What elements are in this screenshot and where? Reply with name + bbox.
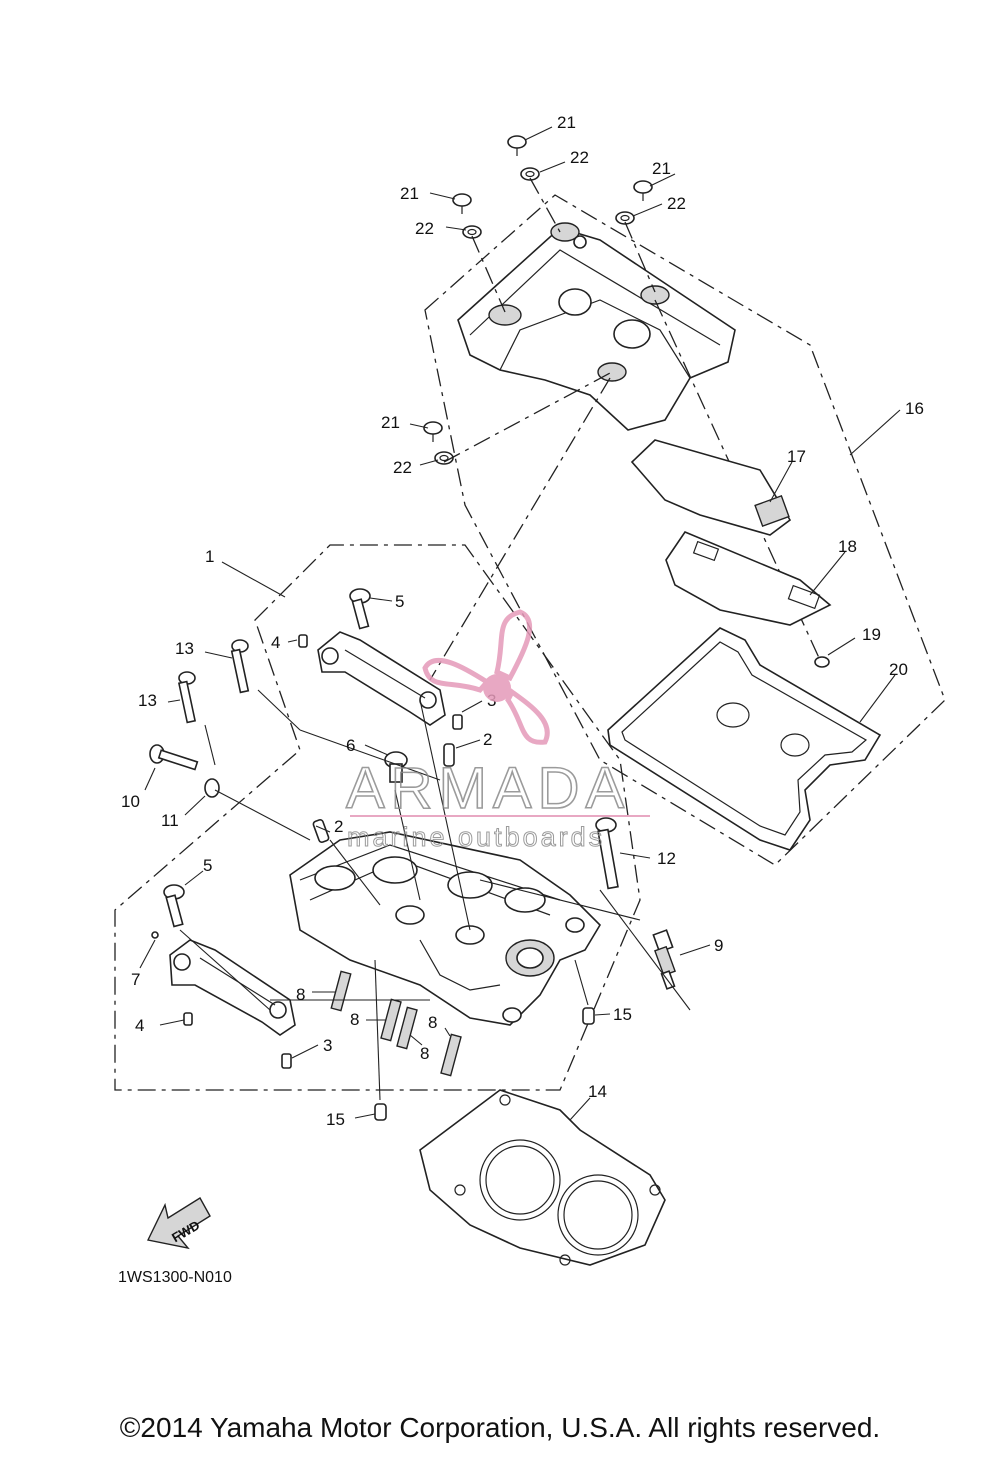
pin-4a bbox=[298, 634, 308, 648]
callout-11: 11 bbox=[161, 811, 179, 830]
propeller-hub-icon bbox=[483, 674, 511, 702]
group-outline-cover bbox=[424, 194, 946, 866]
stud-8d bbox=[440, 1033, 462, 1077]
cover-gasket bbox=[607, 627, 882, 851]
breather-plate bbox=[630, 439, 792, 536]
callout-22-left: 22 bbox=[415, 219, 434, 238]
callout-22-top: 22 bbox=[570, 148, 589, 167]
head-bolt-13a bbox=[230, 639, 250, 694]
callout-8-c: 8 bbox=[428, 1013, 437, 1032]
callout-4-lower: 4 bbox=[135, 1016, 144, 1035]
cover-bolt-right bbox=[615, 180, 653, 225]
pin-7 bbox=[151, 931, 159, 939]
callout-18: 18 bbox=[838, 537, 857, 556]
callout-16: 16 bbox=[905, 399, 924, 418]
callout-leaders bbox=[139, 126, 901, 1121]
watermark-tagline: marine outboards bbox=[347, 822, 605, 852]
callout-21-lower: 21 bbox=[381, 413, 400, 432]
callout-13-lower: 13 bbox=[138, 691, 157, 710]
callout-21-right: 21 bbox=[652, 159, 671, 178]
callout-2-lower: 2 bbox=[334, 817, 343, 836]
callout-22-lower: 22 bbox=[393, 458, 412, 477]
propeller-logo bbox=[422, 609, 550, 745]
callout-4-upper: 4 bbox=[271, 633, 280, 652]
callout-13-upper: 13 bbox=[175, 639, 194, 658]
cam-holder-lower bbox=[169, 939, 296, 1036]
armada-watermark: ARMADA marine outboards bbox=[345, 609, 650, 853]
copyright-notice: ©2014 Yamaha Motor Corporation, U.S.A. A… bbox=[119, 1412, 881, 1443]
callout-10: 10 bbox=[121, 792, 140, 811]
callout-8-a: 8 bbox=[296, 985, 305, 1004]
baffle-bolt bbox=[814, 656, 830, 668]
cam-holder-upper bbox=[317, 631, 446, 726]
plug-6 bbox=[384, 751, 408, 783]
callout-labels: 21 22 21 22 21 22 21 22 16 17 18 19 20 1… bbox=[121, 113, 924, 1129]
bolt-10 bbox=[149, 744, 199, 771]
callout-17: 17 bbox=[787, 447, 806, 466]
pin-4b bbox=[183, 1012, 193, 1026]
dowel-15a bbox=[582, 1007, 595, 1025]
watermark-brand: ARMADA bbox=[346, 756, 630, 821]
callout-22-right: 22 bbox=[667, 194, 686, 213]
dowel-15b bbox=[374, 1103, 387, 1121]
callout-20: 20 bbox=[889, 660, 908, 679]
pin-3a bbox=[452, 714, 463, 730]
stud-8b bbox=[380, 998, 402, 1042]
cover-bolt-left bbox=[452, 193, 482, 239]
stud-8c bbox=[396, 1006, 418, 1050]
head-bolt-13b bbox=[177, 671, 197, 724]
valve-cover bbox=[457, 222, 736, 431]
group-outline-head bbox=[114, 544, 641, 1091]
callout-5-upper: 5 bbox=[395, 592, 404, 611]
pin-2a bbox=[443, 743, 455, 767]
cover-bolt-lower bbox=[423, 421, 454, 465]
callout-21-top: 21 bbox=[557, 113, 576, 132]
callout-9: 9 bbox=[714, 936, 723, 955]
assembly-lines-head bbox=[179, 689, 691, 1101]
callout-2-upper: 2 bbox=[483, 730, 492, 749]
baffle-plate bbox=[665, 531, 832, 626]
callout-15-left: 15 bbox=[326, 1110, 345, 1129]
pin-3b bbox=[281, 1053, 292, 1069]
callout-3-lower: 3 bbox=[323, 1036, 332, 1055]
callout-14: 14 bbox=[588, 1082, 607, 1101]
cover-bolt-top bbox=[507, 135, 540, 181]
callout-1: 1 bbox=[205, 547, 214, 566]
pin-2b bbox=[312, 818, 330, 844]
cam-bolt-lower bbox=[163, 884, 185, 928]
callout-5-lower: 5 bbox=[203, 856, 212, 875]
callout-8-d: 8 bbox=[420, 1044, 429, 1063]
washer-11 bbox=[204, 778, 220, 798]
bolt-12 bbox=[595, 817, 619, 890]
callout-19: 19 bbox=[862, 625, 881, 644]
cam-bolt-upper bbox=[349, 588, 371, 630]
diagram-code: 1WS1300-N010 bbox=[118, 1269, 232, 1286]
stud-8a bbox=[330, 970, 352, 1012]
spark-plug bbox=[652, 929, 676, 990]
callout-15-right: 15 bbox=[613, 1005, 632, 1024]
callout-8-b: 8 bbox=[350, 1010, 359, 1029]
callout-21-left: 21 bbox=[400, 184, 419, 203]
callout-7: 7 bbox=[131, 970, 140, 989]
callout-6: 6 bbox=[346, 736, 355, 755]
breather-clip bbox=[754, 494, 790, 528]
head-gasket bbox=[419, 1089, 666, 1266]
cylinder-head bbox=[289, 831, 602, 1026]
fwd-arrow: FWD bbox=[146, 1197, 211, 1250]
callout-12: 12 bbox=[657, 849, 676, 868]
